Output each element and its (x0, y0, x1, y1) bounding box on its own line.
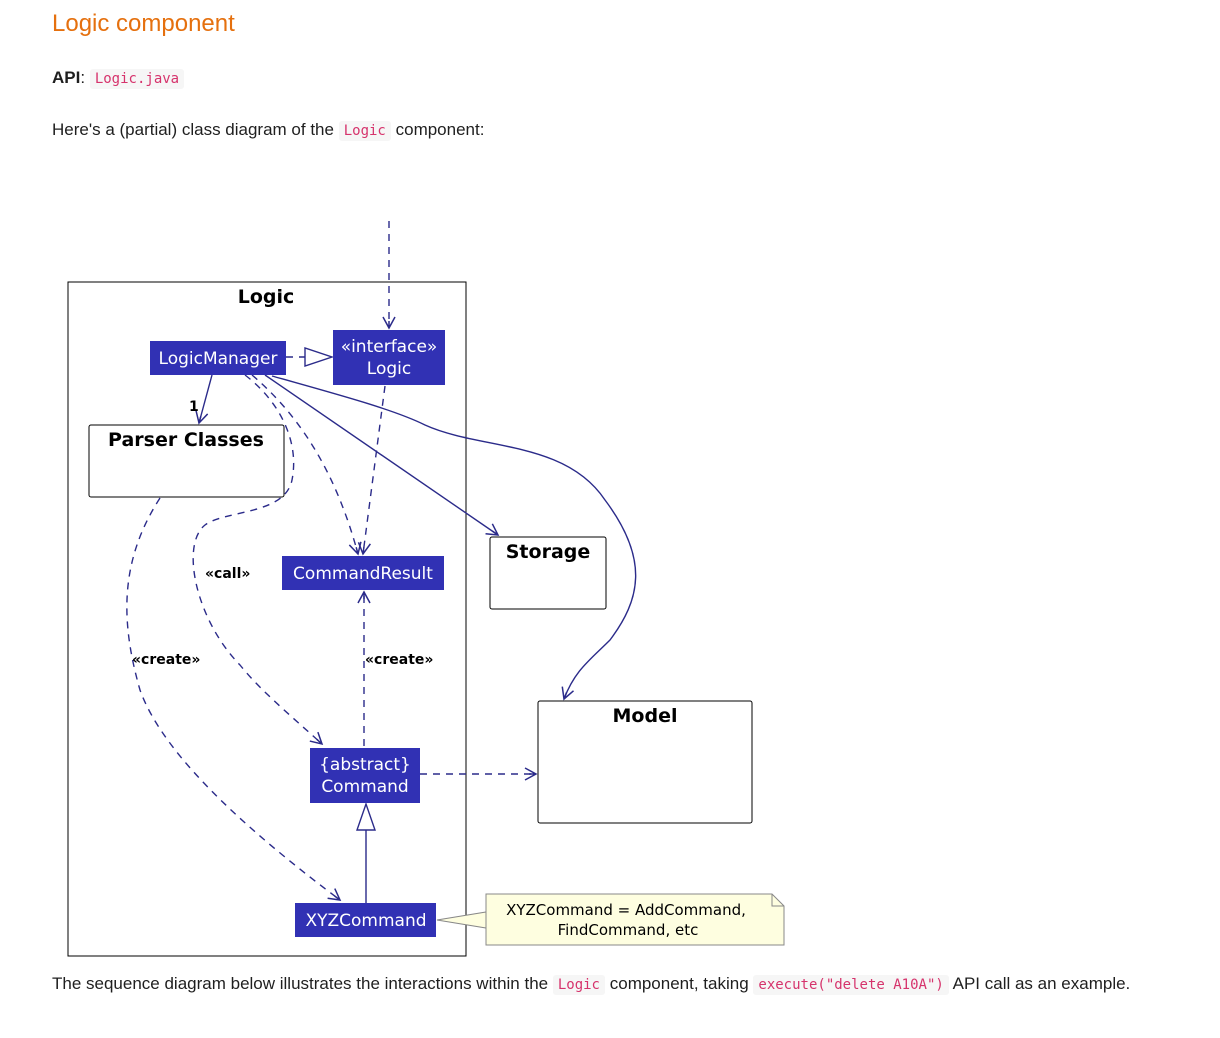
command-stereotype: {abstract} (319, 755, 411, 775)
parser-classes-package (88, 424, 285, 498)
logicmanager-class (150, 341, 286, 375)
logic-package-title: Logic (238, 286, 295, 308)
connectors (126, 221, 637, 903)
bottom-code-logic: Logic (552, 975, 605, 995)
intro-code-logic: Logic (338, 121, 391, 141)
note-fold (771, 894, 784, 907)
storage-package (489, 536, 607, 610)
note-line2: FindCommand, etc (558, 921, 699, 939)
multiplicity-one: 1 (189, 399, 199, 415)
api-label: API (52, 68, 81, 87)
xyzcommand-class (295, 903, 436, 937)
manager-to-model (271, 375, 637, 701)
xyzcommand-label: XYZCommand (305, 911, 426, 931)
model-title: Model (613, 705, 678, 727)
logicmanager-label: LogicManager (159, 349, 278, 369)
api-link-logic-java[interactable]: Logic.java (89, 69, 185, 89)
manager-to-storage (264, 374, 500, 536)
parser-classes-title: Parser Classes (108, 429, 264, 451)
bottom-code-execute: execute("delete A10A") (753, 975, 949, 995)
intro-line: Here's a (partial) class diagram of the … (52, 118, 484, 143)
section-heading: Logic component (52, 10, 235, 37)
commandresult-label: CommandResult (293, 564, 433, 584)
manager-to-commandresult (251, 374, 362, 556)
model-package (537, 700, 753, 824)
call-label: «call» (205, 566, 250, 582)
manager-to-command-call (192, 374, 324, 746)
api-colon: : (80, 68, 86, 87)
note-line1: XYZCommand = AddCommand, (506, 901, 746, 919)
logic-interface-stereotype: «interface» (341, 337, 438, 357)
intro-text-after: component: (395, 120, 485, 139)
association-parser (195, 374, 213, 425)
storage-title: Storage (506, 541, 591, 563)
command-name: Command (321, 777, 408, 797)
create-label-left: «create» (132, 652, 200, 668)
intro-text-before: Here's a (partial) class diagram of the (52, 120, 334, 139)
create-label-right: «create» (365, 652, 433, 668)
parser-create-xyz (126, 497, 342, 901)
command-class (310, 748, 420, 803)
logic-package (67, 281, 467, 957)
bottom-text-after: API call as an example. (952, 974, 1131, 993)
note-box (485, 893, 785, 946)
logic-interface-name: Logic (367, 359, 411, 379)
bottom-text-middle: component, taking (609, 974, 749, 993)
bottom-text-before: The sequence diagram below illustrates t… (52, 974, 549, 993)
sequence-intro-paragraph: The sequence diagram below illustrates t… (52, 970, 1172, 999)
logic-to-commandresult (357, 385, 386, 556)
commandresult-class (282, 556, 444, 590)
inheritance-triangle (356, 801, 376, 831)
realization-triangle (304, 347, 335, 367)
logic-interface-class (333, 330, 445, 385)
api-line: API: Logic.java (52, 66, 185, 91)
